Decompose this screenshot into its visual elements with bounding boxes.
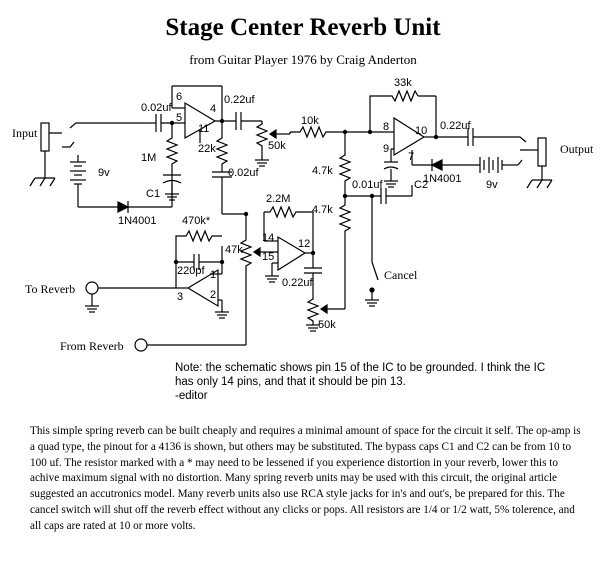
pin-a11: 11 (198, 123, 209, 135)
cap-c1 (162, 174, 182, 201)
battery-in (70, 155, 118, 208)
pin-c10: 10 (415, 125, 427, 137)
label-from-reverb: From Reverb (60, 339, 124, 353)
label-c-mix: 0.01uf (352, 179, 384, 191)
output-jack (526, 137, 553, 189)
description-text: This simple spring reverb can be built c… (30, 425, 581, 532)
label-c-d-out: 0.22uf (282, 277, 314, 289)
diode-in (117, 198, 173, 213)
op-amp-d (263, 205, 322, 296)
from-reverb-jack (134, 270, 247, 352)
label-output: Output (560, 142, 594, 156)
label-c-in: 0.02uf (141, 102, 173, 114)
label-r-div: 22k (198, 143, 216, 155)
label-r-47k: 47k (225, 244, 243, 256)
schematic-diagram: Input Output To Reverb From Reverb Cance… (12, 77, 594, 353)
label-c-out: 0.22uf (440, 120, 472, 132)
label-to-reverb: To Reverb (25, 282, 75, 296)
pin-a4: 4 (210, 103, 216, 115)
label-pot-b: 50k (318, 319, 336, 331)
label-c-feedback: 220pf (177, 265, 205, 277)
label-r-2m2: 2.2M (266, 193, 290, 205)
op-amp-a (171, 85, 236, 143)
input-jack (29, 122, 56, 187)
diode-out (430, 159, 480, 171)
pin-d12: 12 (298, 238, 310, 250)
cancel-switch (365, 196, 379, 307)
label-r-4k7a: 4.7k (312, 165, 333, 177)
label-c-b-bypass: 0.02uf (228, 167, 260, 179)
cap-c2 (383, 149, 413, 196)
label-battery-in: 9v (98, 167, 110, 179)
label-battery-out: 9v (486, 179, 498, 191)
schematic-subtitle: from Guitar Player 1976 by Craig Anderto… (189, 52, 417, 67)
pin-d15: 15 (262, 251, 274, 263)
pin-d14: 14 (262, 232, 274, 244)
label-cancel: Cancel (384, 268, 418, 282)
op-amp-c (369, 89, 468, 166)
label-diode-in: 1N4001 (118, 215, 157, 227)
pin-a6: 6 (176, 91, 182, 103)
battery-out (479, 157, 523, 173)
label-c2: C2 (414, 179, 428, 191)
label-c1: C1 (146, 188, 160, 200)
label-input: Input (12, 126, 38, 140)
pin-c7: 7 (408, 151, 414, 163)
pin-c8: 8 (383, 121, 389, 133)
editor-note: Note: the schematic shows pin 15 of the … (175, 362, 546, 402)
pot-b (306, 296, 346, 332)
pin-a5: 5 (176, 112, 182, 124)
label-r-33k: 33k (394, 77, 412, 89)
label-r-470k: 470k* (182, 215, 211, 227)
label-pot-a: 50k (268, 140, 286, 152)
label-r-10k: 10k (301, 115, 319, 127)
pin-c9: 9 (383, 143, 389, 155)
to-reverb-jack (85, 281, 176, 313)
pot-a (255, 121, 291, 167)
pin-b3: 3 (177, 291, 183, 303)
pin-b1: 1 (210, 269, 216, 281)
schematic-title: Stage Center Reverb Unit (165, 14, 441, 41)
label-c-a-out: 0.22uf (224, 94, 256, 106)
label-diode-out: 1N4001 (423, 173, 462, 185)
label-r-4k7b: 4.7k (312, 204, 333, 216)
pin-b2: 2 (210, 289, 216, 301)
label-r-bias: 1M (141, 152, 156, 164)
